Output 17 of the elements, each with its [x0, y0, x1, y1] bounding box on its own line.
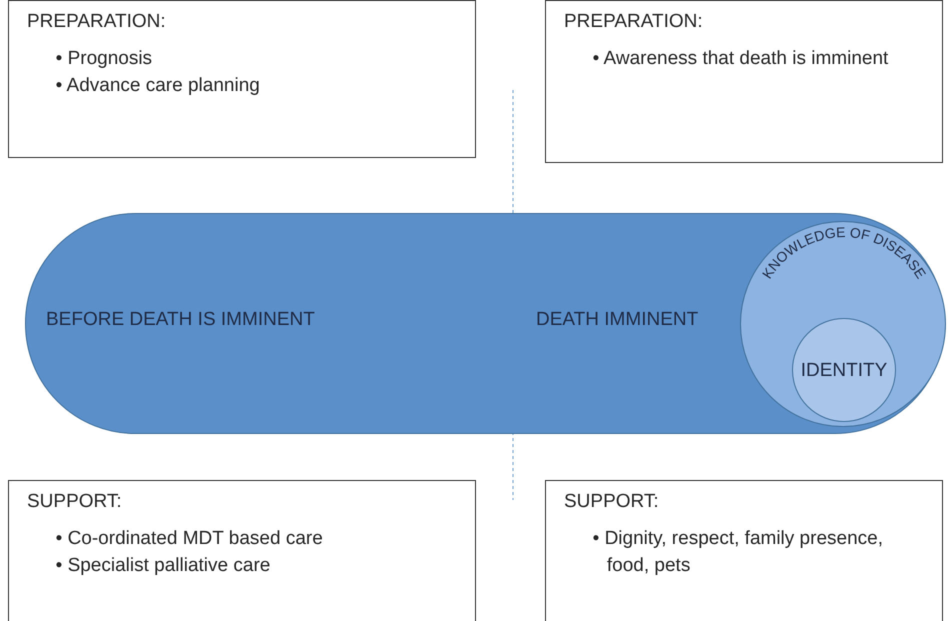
box-heading: PREPARATION:	[27, 11, 166, 33]
bullet-item: • Awareness that death is imminent	[592, 47, 890, 71]
circle-label: IDENTITY	[800, 360, 888, 382]
text-box	[545, 480, 943, 621]
bullet-item: • Advance care planning	[54, 74, 261, 98]
box-heading: SUPPORT:	[564, 491, 659, 513]
text-box	[8, 480, 476, 621]
box-heading: SUPPORT:	[27, 491, 122, 513]
bullet-item: • Co-ordinated MDT based care	[54, 527, 324, 551]
box-heading: PREPARATION:	[564, 11, 703, 33]
bullet-item: • Specialist palliative care	[54, 554, 272, 578]
text-box	[545, 0, 943, 163]
text-box	[8, 0, 476, 158]
phase-label: DEATH IMMINENT	[536, 309, 698, 331]
bullet-item: • Prognosis	[54, 47, 154, 71]
phase-label: BEFORE DEATH IS IMMINENT	[46, 309, 315, 331]
bullet-item: • Dignity, respect, family presence, food, pets	[592, 527, 884, 578]
